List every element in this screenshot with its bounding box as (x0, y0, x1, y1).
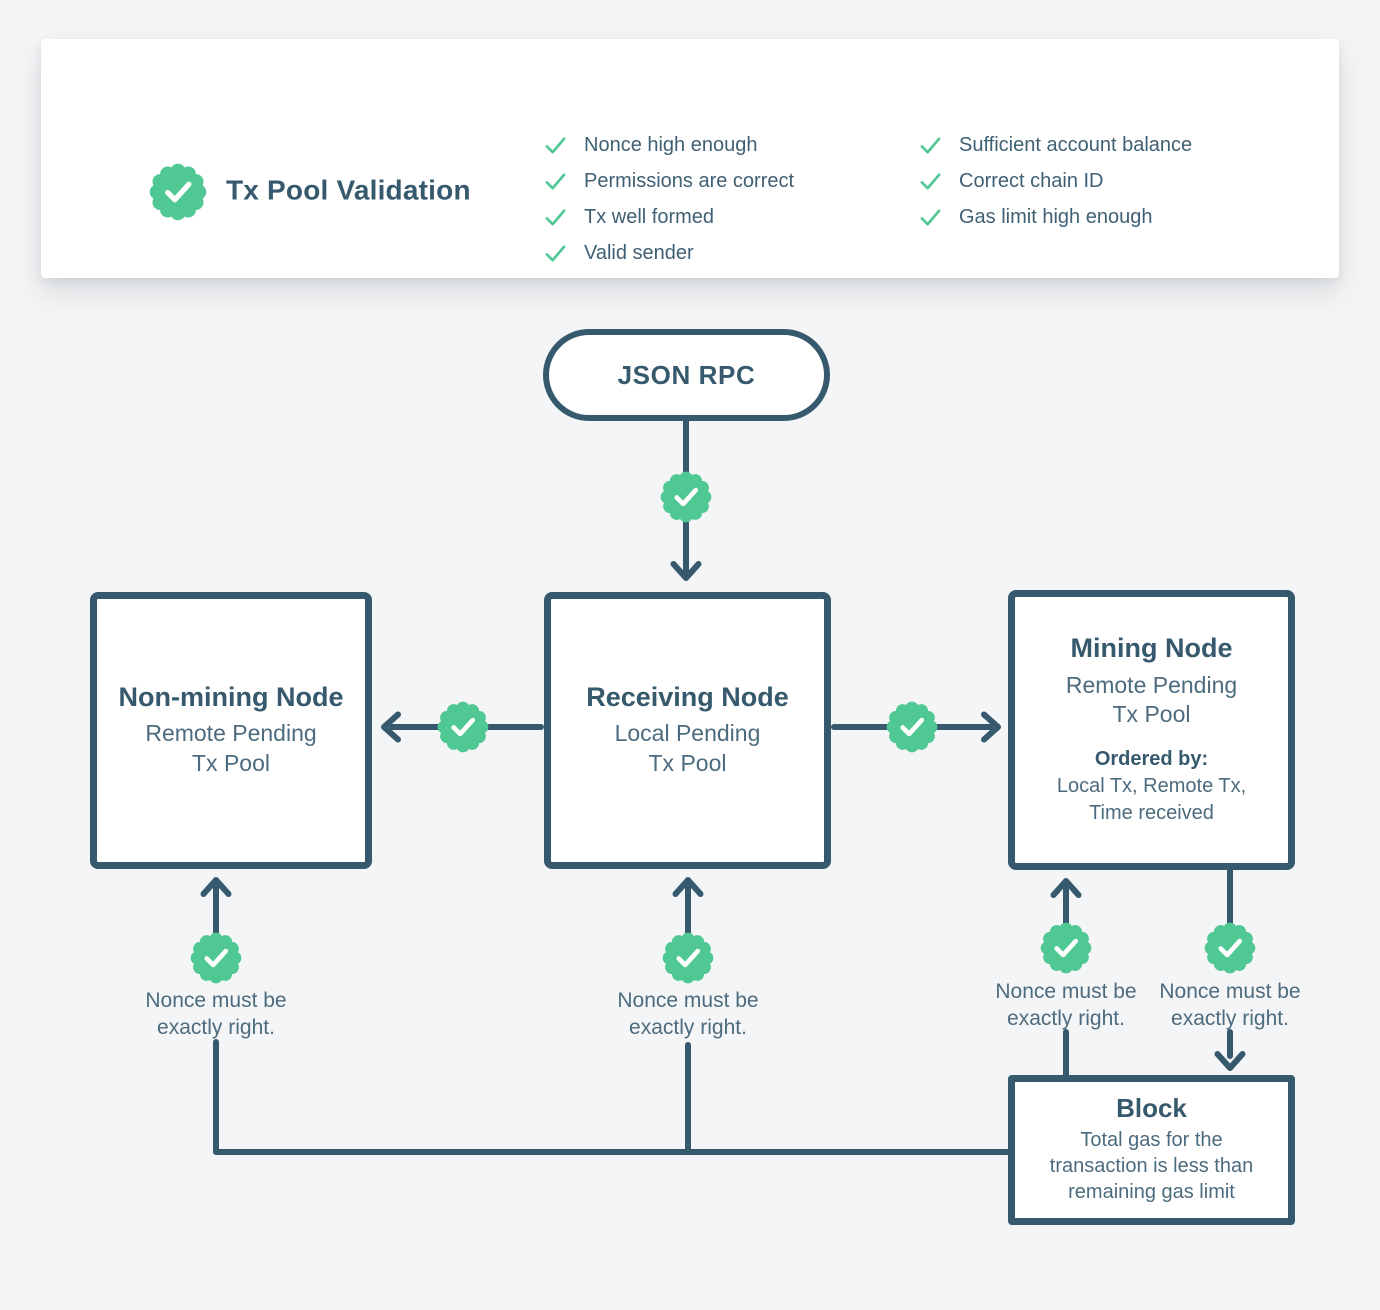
receiving-node: Receiving Node Local Pending Tx Pool (544, 592, 831, 869)
nonce-note: Nonce must be exactly right. (145, 989, 287, 1039)
check-icon (544, 170, 567, 193)
checklist-item: Gas limit high enough (919, 199, 1192, 235)
checklist-item: Correct chain ID (919, 163, 1192, 199)
check-icon (544, 242, 567, 265)
checklist-item-label: Gas limit high enough (959, 205, 1153, 228)
check-icon (919, 170, 942, 193)
card-title: Tx Pool Validation (226, 174, 471, 206)
verified-badge-icon (660, 471, 712, 523)
mining-node: Mining Node Remote Pending Tx Pool Order… (1008, 590, 1295, 870)
checklist-item-label: Correct chain ID (959, 169, 1104, 192)
verified-badge-icon (886, 701, 938, 753)
checklist-item: Tx well formed (544, 199, 794, 235)
mining-node-title: Mining Node (1070, 632, 1233, 663)
checklist-item-label: Permissions are correct (584, 169, 795, 192)
check-icon (544, 134, 567, 157)
checklist-item: Nonce high enough (544, 127, 794, 163)
check-icon (919, 206, 942, 229)
non-mining-node-subtitle: Remote Pending Tx Pool (145, 720, 317, 776)
checklist-left: Nonce high enough Permissions are correc… (544, 127, 794, 271)
checklist-item-label: Nonce high enough (584, 133, 758, 156)
nonce-note: Nonce must be exactly right. (995, 980, 1137, 1030)
json-rpc-label: JSON RPC (617, 359, 756, 390)
check-icon (544, 206, 567, 229)
nonce-note: Nonce must be exactly right. (1159, 980, 1301, 1030)
block-node: Block Total gas for the transaction is l… (1008, 1075, 1295, 1225)
mining-node-ordered-by-detail: Local Tx, Remote Tx, Time received (1056, 775, 1247, 824)
check-icon (919, 134, 942, 157)
non-mining-node-title: Non-mining Node (118, 681, 344, 712)
verified-badge-icon (1204, 922, 1256, 974)
receiving-node-subtitle: Local Pending Tx Pool (614, 720, 761, 776)
verified-badge-icon (190, 932, 242, 984)
tx-pool-validation-card: Tx Pool Validation Nonce high enough Per… (41, 39, 1339, 278)
verified-badge-icon (437, 701, 489, 753)
checklist-item-label: Valid sender (584, 241, 694, 264)
non-mining-node: Non-mining Node Remote Pending Tx Pool (90, 592, 372, 869)
block-node-body: Total gas for the transaction is less th… (1049, 1128, 1254, 1204)
json-rpc-node: JSON RPC (543, 329, 830, 421)
receiving-node-title: Receiving Node (586, 681, 789, 712)
verified-badge-icon (662, 932, 714, 984)
verified-badge-icon (149, 163, 207, 221)
checklist-item-label: Tx well formed (584, 205, 715, 228)
mining-node-subtitle: Remote Pending Tx Pool (1065, 671, 1238, 727)
checklist-item-label: Sufficient account balance (959, 133, 1193, 156)
nonce-note: Nonce must be exactly right. (617, 989, 759, 1039)
block-node-title: Block (1116, 1093, 1187, 1124)
checklist-right: Sufficient account balance Correct chain… (919, 127, 1192, 235)
checklist-item: Permissions are correct (544, 163, 794, 199)
checklist-item: Valid sender (544, 235, 794, 271)
verified-badge-icon (1040, 922, 1092, 974)
checklist-item: Sufficient account balance (919, 127, 1192, 163)
mining-node-ordered-by-label: Ordered by: (1094, 748, 1209, 771)
